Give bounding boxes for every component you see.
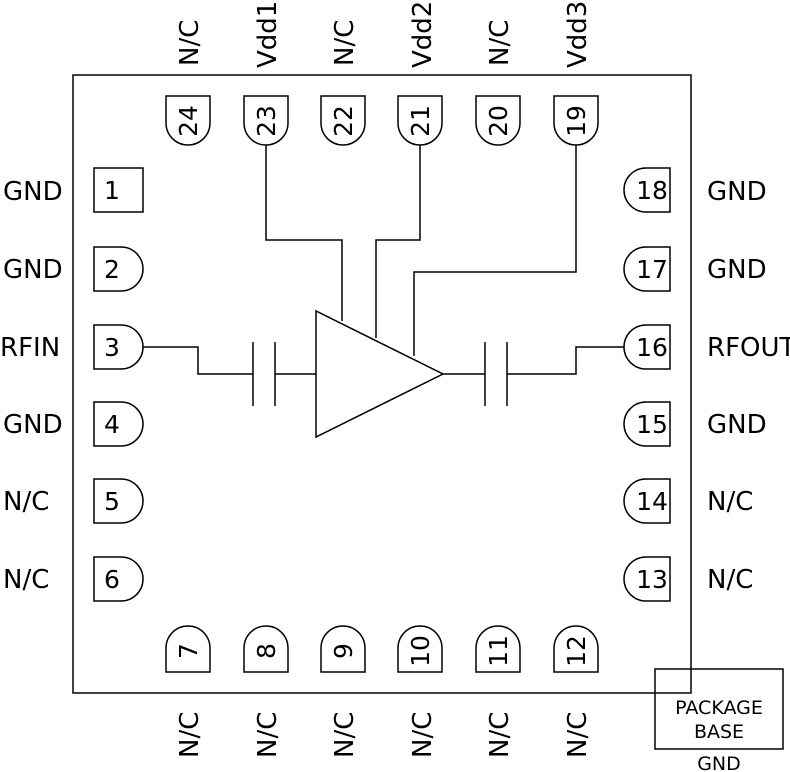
svg-text:N/C: N/C [3,565,49,595]
pin-2: 2 GND [3,246,144,292]
pin-20: 20 N/C [475,20,521,146]
svg-text:N/C: N/C [707,565,753,595]
svg-text:4: 4 [104,410,120,439]
svg-text:24: 24 [174,105,203,137]
svg-text:6: 6 [104,565,120,594]
svg-text:16: 16 [636,333,668,362]
pin-3: 3 RFIN [0,324,144,370]
package-base-line1: PACKAGE [675,697,763,719]
svg-text:Vdd3: Vdd3 [563,1,593,68]
pin-23: 23 Vdd1 [243,1,289,146]
pin-6: 6 N/C [3,556,144,602]
pin-16: 16 RFOUT [623,324,790,370]
svg-text:N/C: N/C [3,487,49,517]
pin-8: 8 N/C [243,625,289,758]
svg-text:GND: GND [707,255,767,285]
svg-text:18: 18 [636,176,668,205]
pin-15: 15 GND [623,401,767,447]
pin-11: 11 N/C [475,625,521,758]
svg-text:19: 19 [562,105,591,137]
svg-text:GND: GND [707,410,767,440]
pin-22: 22 N/C [320,20,366,146]
svg-text:N/C: N/C [563,712,593,758]
svg-text:Vdd1: Vdd1 [253,1,283,68]
pin-24: 24 N/C [165,20,211,146]
svg-text:20: 20 [484,105,513,137]
svg-text:12: 12 [562,635,591,667]
pin-4: 4 GND [3,401,144,447]
pin-14: 14 N/C [623,478,753,524]
svg-text:5: 5 [104,487,120,516]
package-base-line2: BASE [694,721,744,743]
pin-10: 10 N/C [397,625,443,758]
svg-text:N/C: N/C [253,712,283,758]
svg-text:13: 13 [636,565,668,594]
svg-text:22: 22 [329,105,358,137]
internal-wiring [143,145,625,406]
svg-text:Vdd2: Vdd2 [408,1,438,68]
package-base-gnd-label: GND [697,753,741,772]
svg-text:GND: GND [707,177,767,207]
svg-text:2: 2 [104,255,120,284]
svg-text:RFIN: RFIN [0,333,60,363]
svg-text:N/C: N/C [408,712,438,758]
svg-text:GND: GND [3,177,63,207]
svg-text:N/C: N/C [330,712,360,758]
svg-text:N/C: N/C [707,487,753,517]
svg-text:GND: GND [3,255,63,285]
svg-text:1: 1 [104,176,120,205]
package-outline [72,74,692,694]
pin-19: 19 Vdd3 [553,1,599,146]
package-base-box [654,668,784,750]
pin-13: 13 N/C [623,556,753,602]
svg-text:14: 14 [636,487,668,516]
svg-text:N/C: N/C [175,20,205,66]
svg-text:23: 23 [252,105,281,137]
pin-1: 1 GND [3,167,144,213]
svg-text:RFOUT: RFOUT [707,333,790,363]
svg-text:N/C: N/C [485,20,515,66]
svg-text:N/C: N/C [330,20,360,66]
svg-text:9: 9 [329,643,358,659]
svg-text:10: 10 [406,635,435,667]
svg-text:3: 3 [104,333,120,362]
svg-text:11: 11 [484,635,513,667]
svg-text:7: 7 [174,643,203,659]
pin-12: 12 N/C [553,625,599,758]
svg-text:21: 21 [406,105,435,137]
svg-text:15: 15 [636,410,668,439]
svg-text:17: 17 [636,255,668,284]
svg-text:8: 8 [252,643,281,659]
svg-text:N/C: N/C [485,712,515,758]
svg-text:N/C: N/C [175,712,205,758]
pin-18: 18 GND [623,167,767,213]
amplifier-symbol [315,309,445,439]
pin-5: 5 N/C [3,478,144,524]
pin-9: 9 N/C [320,625,366,758]
pin-21: 21 Vdd2 [397,1,443,146]
svg-text:GND: GND [3,410,63,440]
pin-7: 7 N/C [165,625,211,758]
pin-17: 17 GND [623,246,767,292]
